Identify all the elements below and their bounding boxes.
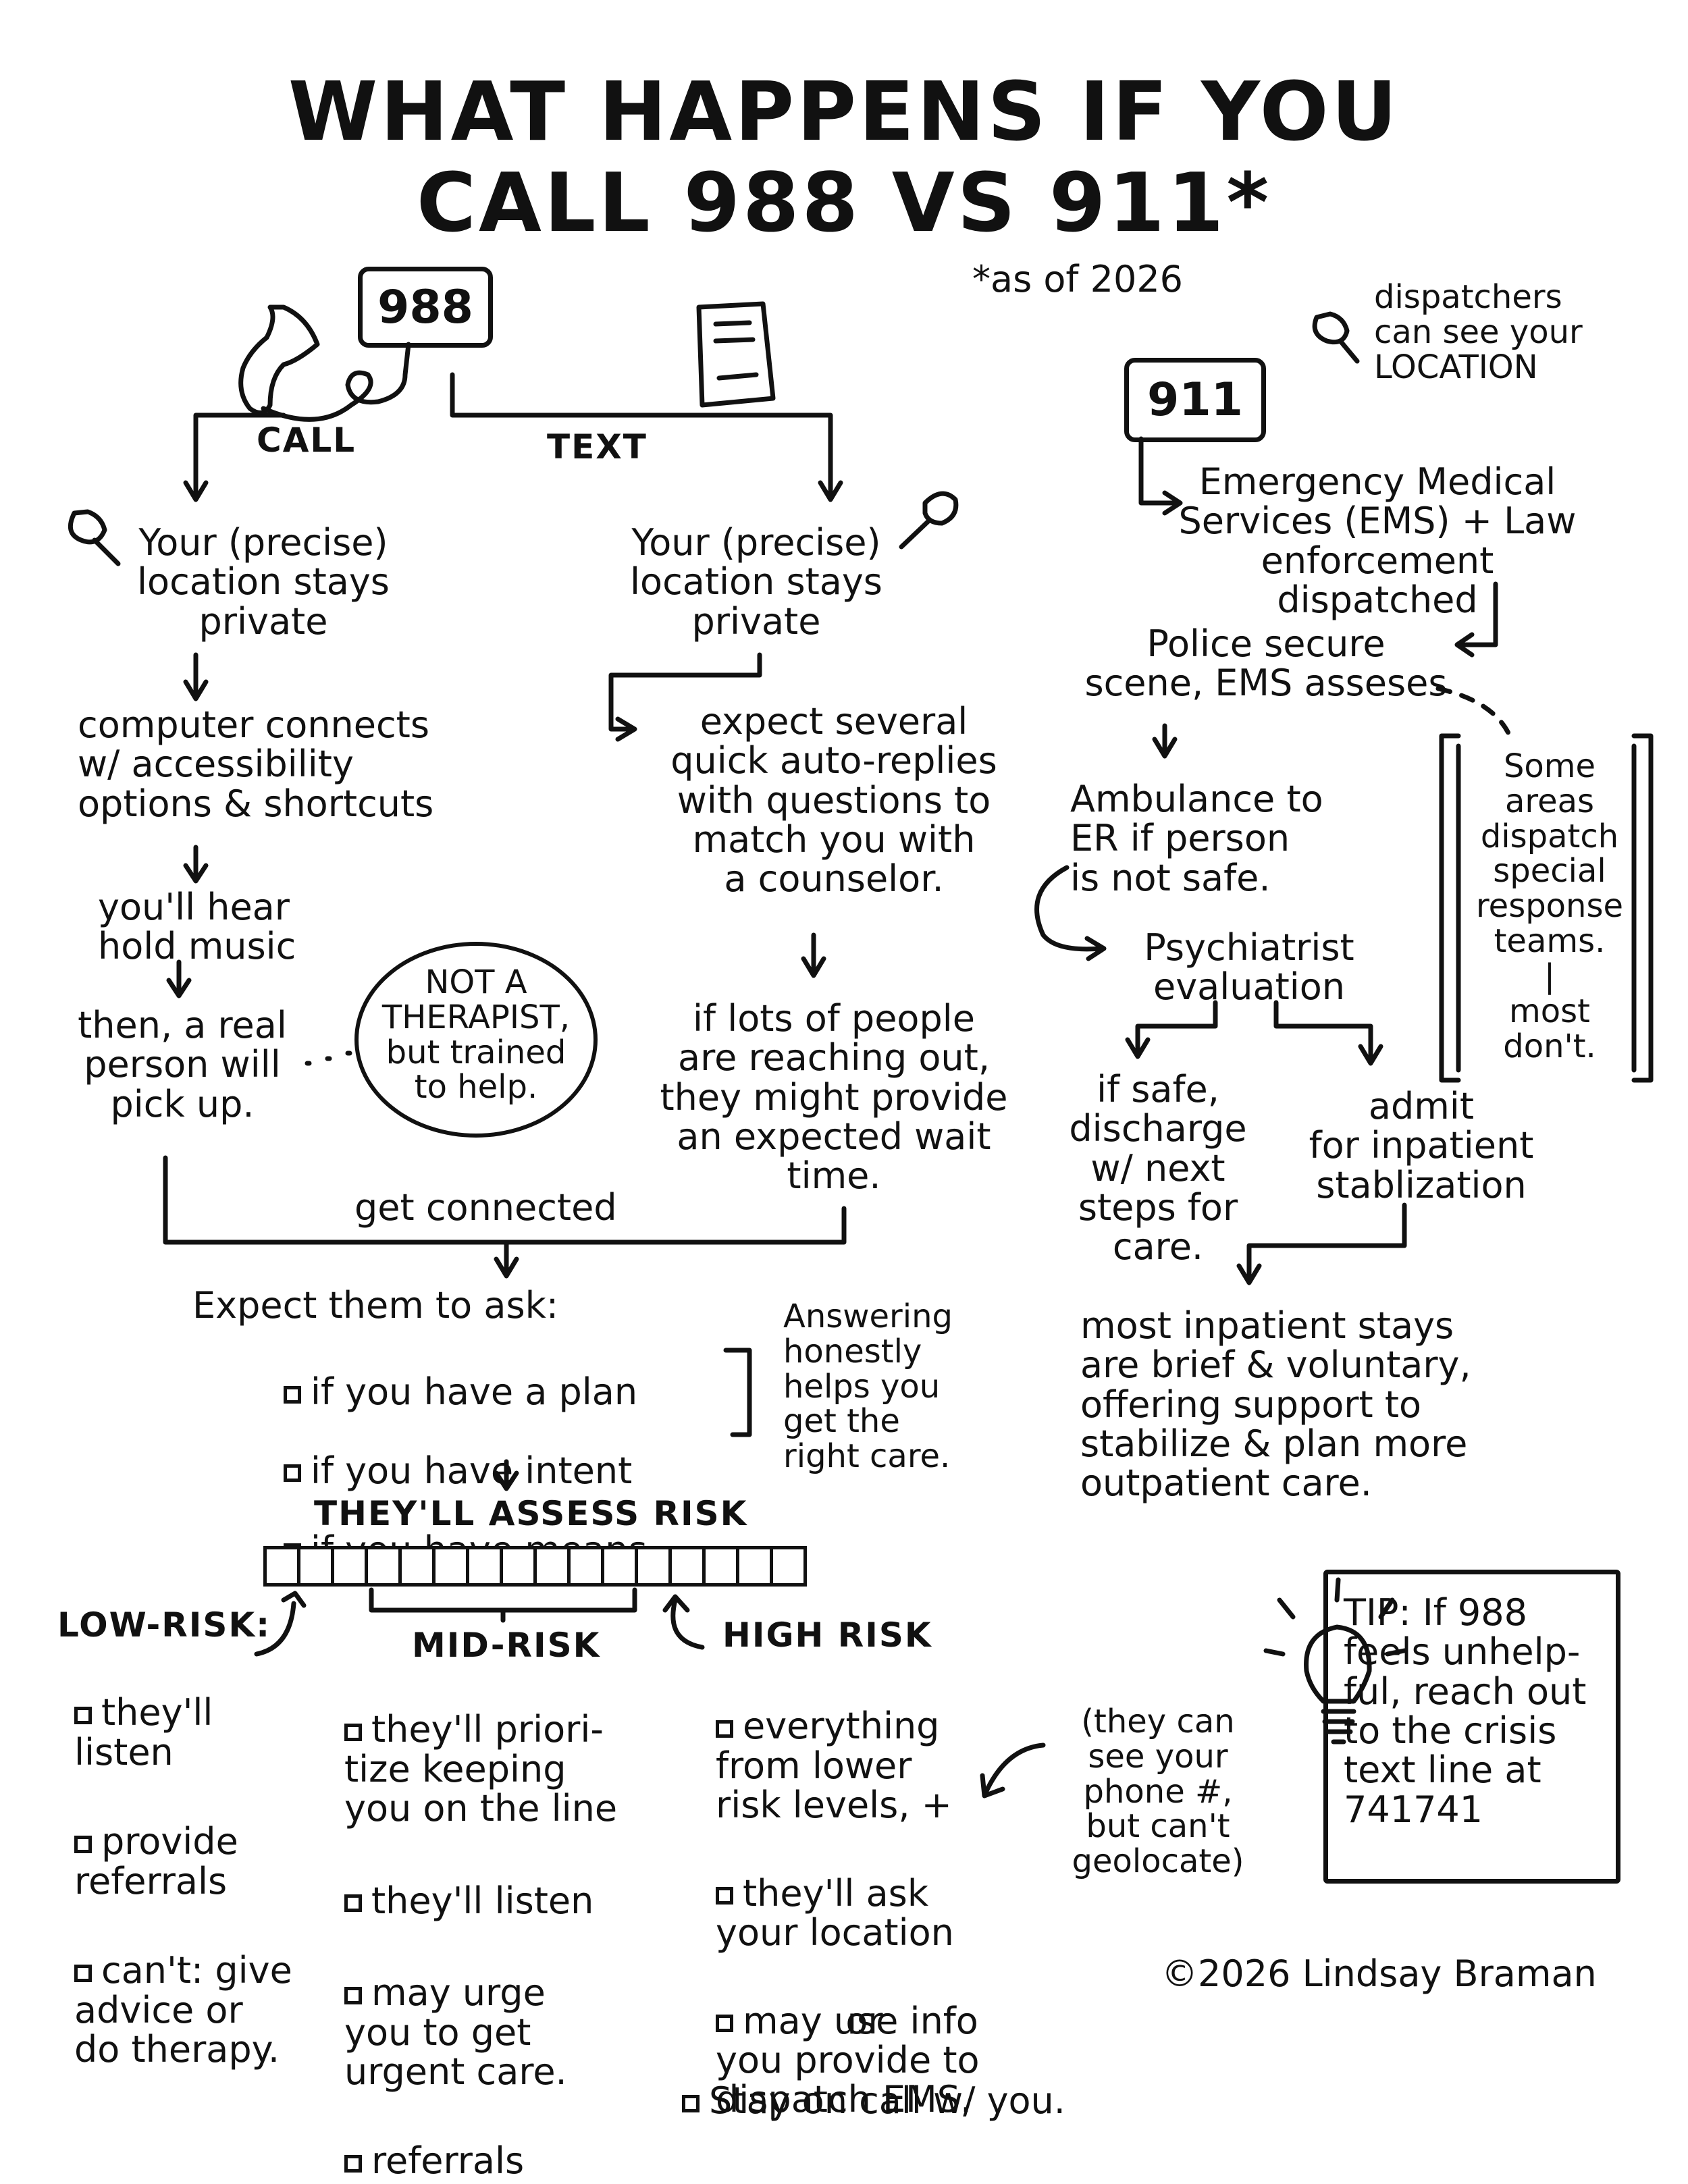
risk-bar-cell [432, 1546, 469, 1587]
low-risk-list: they'll listen provide referrals can't: … [74, 1654, 331, 2108]
high-risk-item: they'll ask your location [716, 1871, 954, 1954]
ambulance-to-er: Ambulance to ER if person is not safe. [1070, 778, 1323, 899]
get-connected-label: get connected [354, 1186, 617, 1229]
admit-inpatient: admit for inpatient stablization [1309, 1085, 1534, 1206]
checkbox-icon [344, 1986, 362, 2004]
risk-bar-cell [365, 1546, 402, 1587]
special-response-teams-note: Some areas dispatch special response tea… [1475, 747, 1623, 1065]
text-label: TEXT [547, 427, 648, 467]
title-line-2: CALL 988 VS 911* [416, 157, 1272, 250]
high-risk-stay-on-call: Stay on call w/ you. [682, 2042, 1065, 2121]
checkbox-icon [74, 1964, 92, 1982]
risk-bar-cell [770, 1546, 807, 1587]
cloud-not-therapist: NOT A THERAPIST, but trained to help. [381, 963, 571, 1107]
checkbox-icon [284, 1385, 301, 1404]
risk-bar-cell [702, 1546, 739, 1587]
lightbulb-icon [1304, 1624, 1372, 1704]
low-risk-item: they'll listen [74, 1691, 213, 1774]
risk-bar-cell [398, 1546, 436, 1587]
police-secure-scene: Police secure scene, EMS asseses [1084, 622, 1448, 705]
risk-bar-cell [297, 1546, 334, 1587]
box-988-label: 988 [377, 280, 473, 334]
risk-bar-cell [736, 1546, 773, 1587]
text-message-icon [696, 301, 776, 408]
box-988: 988 [358, 267, 493, 348]
low-risk-heading: LOW-RISK: [57, 1605, 271, 1645]
call-location-private: Your (precise) location stays private [137, 521, 390, 643]
mid-risk-item: may urge you to get urgent care. [344, 1971, 567, 2093]
tip-text: TIP: If 988 feels unhelp- ful, reach out… [1344, 1591, 1587, 1831]
high-risk-or: or [845, 2000, 883, 2042]
title-line-1: WHAT HAPPENS IF YOU [288, 65, 1400, 159]
mid-risk-item: referrals [344, 2141, 682, 2181]
assess-risk-label: THEY'LL ASSESS RISK [314, 1494, 748, 1533]
high-risk-item: everything from lower risk levels, + [716, 1705, 952, 1826]
pin-icon-911 [1312, 311, 1360, 364]
mid-risk-item: they'll priori- tize keeping you on the … [344, 1708, 618, 1830]
tip-box [1323, 1570, 1620, 1884]
risk-bar-cell [533, 1546, 571, 1587]
risk-bar-cell [635, 1546, 672, 1587]
high-risk-item: may use info you provide to dispatch EMS… [716, 1999, 980, 2121]
risk-bar-cell [601, 1546, 638, 1587]
if-safe-discharge: if safe, discharge w/ next steps for car… [1069, 1068, 1247, 1269]
psychiatrist-evaluation: Psychiatrist evaluation [1144, 926, 1354, 1009]
footnote: *as of 2026 [972, 258, 1184, 300]
low-risk-item: can't: give advice or do therapy. [74, 1949, 292, 2071]
thought-cloud [354, 942, 598, 1138]
checkbox-icon [682, 2094, 700, 2112]
copyright: ©2026 Lindsay Braman [1161, 1952, 1597, 1995]
pin-icon-text [899, 491, 959, 550]
mid-risk-item: they'll listen [344, 1881, 682, 1921]
checkbox-icon [716, 2014, 733, 2032]
inpatient-stays-note: most inpatient stays are brief & volunta… [1080, 1304, 1471, 1505]
mid-risk-list: they'll priori- tize keeping you on the … [344, 1671, 682, 2184]
checkbox-icon [344, 2154, 362, 2173]
expect-item-plan: if you have a plan [284, 1373, 648, 1412]
risk-bar-cell [668, 1546, 706, 1587]
risk-bar-cell [567, 1546, 604, 1587]
mid-risk-heading: MID-RISK [412, 1626, 601, 1665]
high-risk-heading: HIGH RISK [722, 1616, 932, 1655]
checkbox-icon [716, 1886, 733, 1905]
text-auto-replies: expect several quick auto-replies with q… [670, 700, 997, 901]
answering-honestly-note: Answering honestly helps you get the rig… [783, 1298, 953, 1476]
phone-number-note: (they can see your phone #, but can't ge… [1072, 1703, 1244, 1881]
risk-bar-cell [500, 1546, 537, 1587]
call-real-person: then, a real person will pick up. [78, 1004, 287, 1125]
call-label: CALL [257, 421, 357, 460]
risk-bar-cell [466, 1546, 503, 1587]
risk-bar-cell [331, 1546, 368, 1587]
expect-heading: Expect them to ask: [192, 1284, 559, 1327]
checkbox-icon [716, 1720, 733, 1738]
expect-item-intent: if you have intent [284, 1451, 648, 1491]
checkbox-icon [344, 1894, 362, 1912]
low-risk-item: provide referrals [74, 1820, 238, 1902]
arrow-988-to-call [193, 412, 286, 499]
checkbox-icon [344, 1723, 362, 1741]
checkbox-icon [74, 1706, 92, 1724]
text-location-private: Your (precise) location stays private [630, 521, 882, 643]
arrow-988-to-text [450, 372, 833, 499]
text-wait-time: if lots of people are reaching out, they… [660, 997, 1008, 1198]
pin-icon-call [68, 509, 121, 566]
high-risk-list: everything from lower risk levels, + the… [716, 1668, 1033, 2159]
checkbox-icon [284, 1464, 301, 1483]
phone-icon [238, 304, 320, 415]
box-911-label: 911 [1147, 373, 1243, 427]
box-911: 911 [1124, 358, 1266, 442]
call-computer-connects: computer connects w/ accessibility optio… [78, 703, 434, 825]
checkbox-icon [74, 1835, 92, 1853]
dispatchers-location-note: dispatchers can see your LOCATION [1374, 278, 1583, 386]
risk-bar-cell [263, 1546, 300, 1587]
call-hold-music: you'll hear hold music [98, 886, 296, 968]
ems-dispatched: Emergency Medical Services (EMS) + Law e… [1178, 460, 1577, 621]
